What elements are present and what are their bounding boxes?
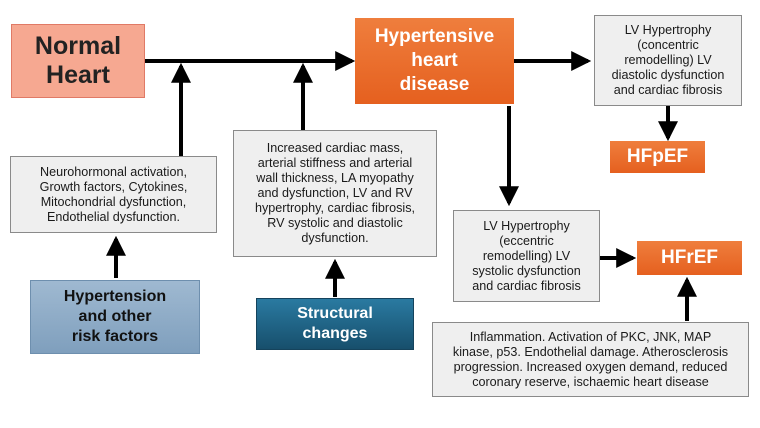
hfpef-box: HFpEF — [610, 141, 705, 173]
lv-hypertrophy-eccentric-box: LV Hypertrophy (eccentric remodelling) L… — [453, 210, 600, 302]
hfpef-label: HFpEF — [626, 146, 689, 167]
structural-changes-box: Structural changes — [256, 298, 414, 350]
hypertension-risk-factors-label: Hypertension and other risk factors — [63, 288, 167, 345]
normal-heart-label: Normal Heart — [34, 32, 122, 89]
hypertensive-heart-disease-label: Hypertensive heart disease — [374, 26, 495, 95]
lv-hypertrophy-eccentric-text: LV Hypertrophy (eccentric remodelling) L… — [472, 218, 581, 293]
structural-changes-label: Structural changes — [297, 305, 373, 342]
increased-cardiac-mass-text: Increased cardiac mass, arterial stiffne… — [254, 141, 416, 245]
inflammation-box: Inflammation. Activation of PKC, JNK, MA… — [432, 322, 749, 397]
normal-heart-box: Normal Heart — [11, 24, 145, 98]
neurohormonal-box: Neurohormonal activation, Growth factors… — [10, 156, 217, 233]
lv-hypertrophy-concentric-box: LV Hypertrophy (concentric remodelling) … — [594, 15, 742, 106]
hypertension-risk-factors-box: Hypertension and other risk factors — [30, 280, 200, 354]
neurohormonal-text: Neurohormonal activation, Growth factors… — [39, 164, 188, 224]
increased-cardiac-mass-box: Increased cardiac mass, arterial stiffne… — [233, 130, 437, 257]
lv-hypertrophy-concentric-text: LV Hypertrophy (concentric remodelling) … — [611, 23, 725, 97]
hfref-label: HFrEF — [661, 247, 718, 268]
inflammation-text: Inflammation. Activation of PKC, JNK, MA… — [452, 329, 729, 389]
hypertensive-heart-disease-box: Hypertensive heart disease — [355, 18, 514, 104]
hfref-box: HFrEF — [637, 241, 742, 275]
